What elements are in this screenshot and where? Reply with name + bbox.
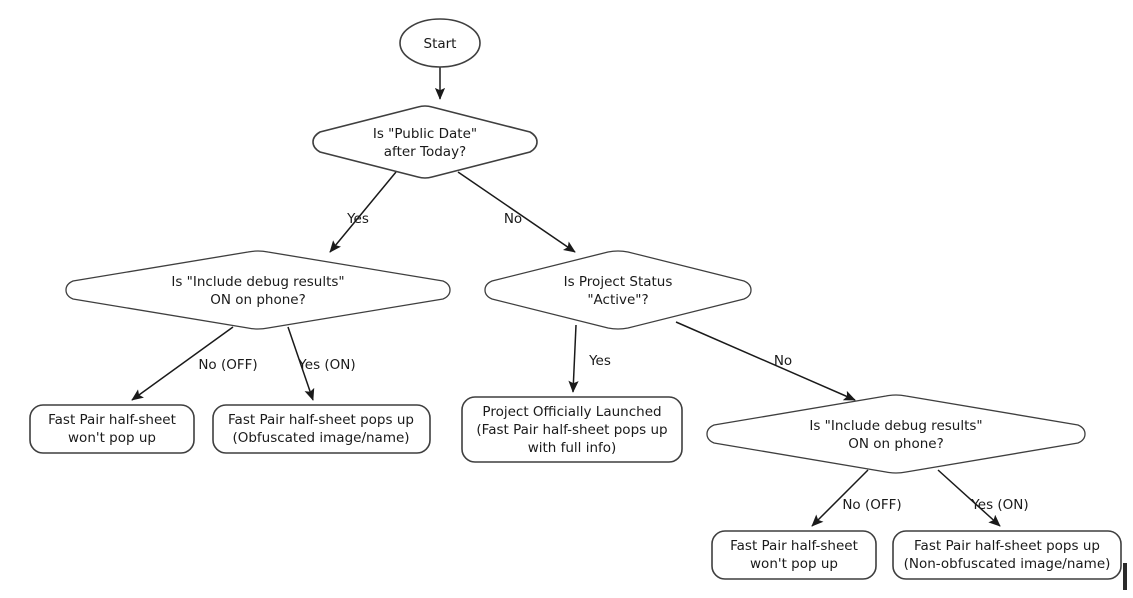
node-project-status-line-2: "Active"?: [587, 292, 648, 308]
edge-label-project-status-no: No: [774, 353, 792, 369]
node-left-no-line-1: Fast Pair half-sheet: [48, 412, 176, 428]
node-right-no-line-1: Fast Pair half-sheet: [730, 538, 858, 554]
node-right-no-line-2: won't pop up: [750, 556, 838, 572]
edge-label-debug-left-no: No (OFF): [198, 357, 257, 373]
node-launched-line-2: (Fast Pair half-sheet pops up: [476, 422, 667, 438]
edge-label-public-date-no: No: [504, 211, 522, 227]
node-public-date-line-2: after Today?: [384, 144, 466, 160]
node-debug-right-line-1: Is "Include debug results": [809, 418, 982, 434]
node-right-yes-line-1: Fast Pair half-sheet pops up: [914, 538, 1100, 554]
edge-project-status-no: No: [675, 321, 856, 401]
node-left-no-line-2: won't pop up: [68, 430, 156, 446]
node-left-yes-line-1: Fast Pair half-sheet pops up: [228, 412, 414, 428]
node-left-yes-result[interactable]: Fast Pair half-sheet pops up (Obfuscated…: [212, 404, 431, 454]
edge-label-debug-left-yes: Yes (ON): [297, 357, 355, 373]
edge-label-debug-right-no: No (OFF): [842, 497, 901, 513]
edges-layer: Yes No No (OFF) Yes (ON) Yes No: [131, 67, 1029, 527]
page-edge-mark: [1123, 563, 1127, 590]
node-start[interactable]: Start: [399, 18, 481, 68]
node-debug-left-line-1: Is "Include debug results": [171, 274, 344, 290]
node-launched-line-3: with full info): [528, 440, 617, 456]
edge-debug-right-yes: Yes (ON): [937, 469, 1029, 527]
edge-project-status-yes: Yes: [568, 324, 611, 393]
edge-debug-left-yes: Yes (ON): [287, 326, 356, 401]
node-right-yes-line-2: (Non-obfuscated image/name): [904, 556, 1111, 572]
node-debug-left-decision[interactable]: Is "Include debug results" ON on phone?: [65, 250, 451, 330]
node-right-yes-result[interactable]: Fast Pair half-sheet pops up (Non-obfusc…: [892, 530, 1122, 580]
node-left-no-result[interactable]: Fast Pair half-sheet won't pop up: [29, 404, 195, 454]
node-left-yes-line-2: (Obfuscated image/name): [232, 430, 409, 446]
edge-public-date-no: No: [457, 171, 576, 253]
node-public-date-decision[interactable]: Is "Public Date" after Today?: [312, 105, 538, 179]
edge-label-project-status-yes: Yes: [588, 353, 611, 369]
node-right-no-result[interactable]: Fast Pair half-sheet won't pop up: [711, 530, 877, 580]
node-project-launched-result[interactable]: Project Officially Launched (Fast Pair h…: [461, 396, 683, 463]
edge-label-public-date-yes: Yes: [346, 211, 369, 227]
node-debug-right-line-2: ON on phone?: [848, 436, 944, 452]
node-debug-left-line-2: ON on phone?: [210, 292, 306, 308]
edge-public-date-yes: Yes: [329, 171, 397, 253]
edge-debug-right-no: No (OFF): [811, 469, 902, 527]
node-debug-right-decision[interactable]: Is "Include debug results" ON on phone?: [706, 394, 1086, 474]
nodes-layer: Start Is "Public Date" after Today? Is "…: [29, 18, 1122, 580]
node-project-status-decision[interactable]: Is Project Status "Active"?: [484, 250, 752, 330]
node-public-date-line-1: Is "Public Date": [373, 126, 477, 142]
node-project-status-line-1: Is Project Status: [564, 274, 673, 290]
edge-label-debug-right-yes: Yes (ON): [970, 497, 1028, 513]
node-start-label: Start: [424, 36, 457, 52]
edge-debug-left-no: No (OFF): [131, 326, 258, 401]
node-launched-line-1: Project Officially Launched: [482, 404, 661, 420]
